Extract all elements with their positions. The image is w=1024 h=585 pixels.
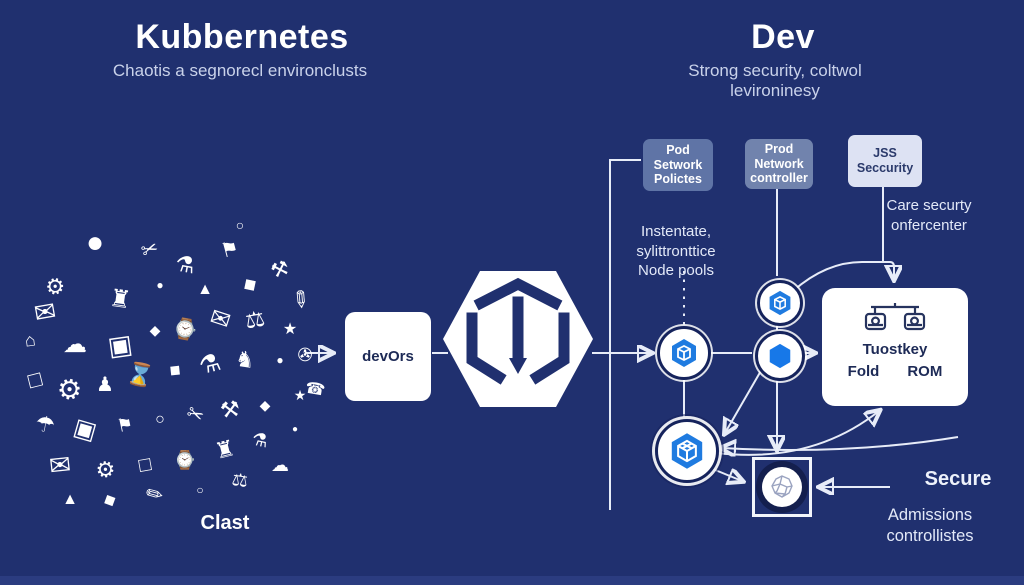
phone-icon: ☎ <box>303 379 327 400</box>
solid-hexagon-icon <box>769 343 791 369</box>
gear-icon: ⚙ <box>51 370 88 409</box>
umbrella-icon: ☂ <box>33 410 57 439</box>
trustkey-word-right: ROM <box>907 363 943 380</box>
patterned-hexagon-icon <box>671 433 703 469</box>
flag-icon: ⚑ <box>218 237 242 263</box>
diamond-icon: ◆ <box>149 322 161 338</box>
right-title: Dev <box>751 18 815 56</box>
scissors-icon: ✂ <box>138 236 162 264</box>
box-icon: ▣ <box>70 413 100 446</box>
ring-icon: ○ <box>235 217 245 233</box>
trustkey-title: Tuostkey <box>862 341 928 358</box>
hammer-icon: ⚒ <box>218 395 242 424</box>
devops-box: devOrs <box>345 312 431 401</box>
cluster-label: Clast <box>200 512 250 534</box>
pawn-icon: ♟ <box>96 374 114 396</box>
envelope-icon: ✉ <box>47 448 73 482</box>
cloud-icon: ☁ <box>271 455 289 475</box>
pencil-icon: ✎ <box>285 284 316 316</box>
node-1 <box>657 326 711 380</box>
node-4 <box>655 419 719 483</box>
watch-icon: ⌚ <box>170 317 200 343</box>
admission-square-box <box>752 457 812 517</box>
hourglass-icon: ⌛ <box>124 359 157 390</box>
box-icon: ▣ <box>105 328 135 362</box>
note-care-security: Care securty onfercenter <box>886 197 972 234</box>
circle-icon: ● <box>85 226 105 259</box>
scissors-icon: ✂ <box>182 401 208 429</box>
scale-icon: ⚖ <box>230 468 250 492</box>
triangle-icon: ▲ <box>197 281 213 298</box>
trustkey-box: Tuostkey Fold ROM <box>822 288 968 406</box>
scale-locks-icon <box>864 303 926 331</box>
square-icon: ■ <box>168 359 182 381</box>
square-icon: ■ <box>101 488 119 512</box>
triangle-icon: ▲ <box>62 491 78 508</box>
envelope-icon: ✉ <box>31 295 59 329</box>
left-subtitle: Chaotis a segnorecl environclusts <box>112 61 368 80</box>
diamond-icon: ◆ <box>259 397 271 413</box>
policy-box-pod: Pod Setwork Polictes <box>643 139 713 191</box>
rook-icon: ♜ <box>212 434 238 465</box>
flag-icon: ⚑ <box>115 413 135 437</box>
trustkey-word-left: Fold <box>847 363 880 380</box>
white-circle <box>762 467 802 507</box>
dot-icon: ● <box>276 353 284 367</box>
devops-label: devOrs <box>362 348 414 365</box>
dark-circle <box>756 461 808 513</box>
pencil-icon: ✎ <box>142 481 168 509</box>
flask-icon: ⚗ <box>196 348 224 381</box>
bottom-band <box>0 576 1024 585</box>
envelope-icon: ✉ <box>206 303 234 336</box>
dot-icon: ● <box>291 424 299 435</box>
gear-icon: ⚙ <box>90 453 121 486</box>
policy-box-prod: Prod Network controller <box>745 139 813 189</box>
star-icon: ★ <box>282 321 298 338</box>
cube-hexagon-icon <box>672 339 696 367</box>
flask-icon: ⚗ <box>173 250 197 279</box>
ring-icon: ○ <box>155 411 165 428</box>
ring-icon: ○ <box>196 483 204 497</box>
right-subtitle: Strong security, coltwol levironinesy <box>688 61 862 100</box>
watch-icon: ⌚ <box>173 450 197 470</box>
geometric-blob-icon <box>771 475 793 498</box>
square-icon: ■ <box>241 272 259 298</box>
flask-icon: ⚗ <box>250 428 270 452</box>
note-admissions: Admissions controllistes <box>886 506 974 546</box>
square-icon: □ <box>25 365 45 394</box>
star-icon: ★ <box>293 387 307 403</box>
note-node-pools: Instentate, sylittronttice Node pools <box>636 223 716 279</box>
tape-icon: ✇ <box>297 345 313 365</box>
dot-icon: ● <box>156 278 164 292</box>
scale-icon: ⚖ <box>243 305 267 334</box>
square-icon: □ <box>137 453 153 477</box>
house-icon: ⌂ <box>23 329 37 351</box>
note-secure: Secure <box>924 468 992 490</box>
cloud-icon: ☁ <box>63 331 87 358</box>
cube-hexagon-icon <box>769 290 791 316</box>
knight-icon: ♞ <box>233 345 257 374</box>
rook-icon: ♜ <box>107 284 133 315</box>
policy-box-jss: JSS Seccurity <box>848 135 922 187</box>
hammer-icon: ⚒ <box>268 256 292 284</box>
node-2 <box>757 280 803 326</box>
left-title: Kubbernetes <box>135 18 349 56</box>
node-3 <box>755 331 805 381</box>
